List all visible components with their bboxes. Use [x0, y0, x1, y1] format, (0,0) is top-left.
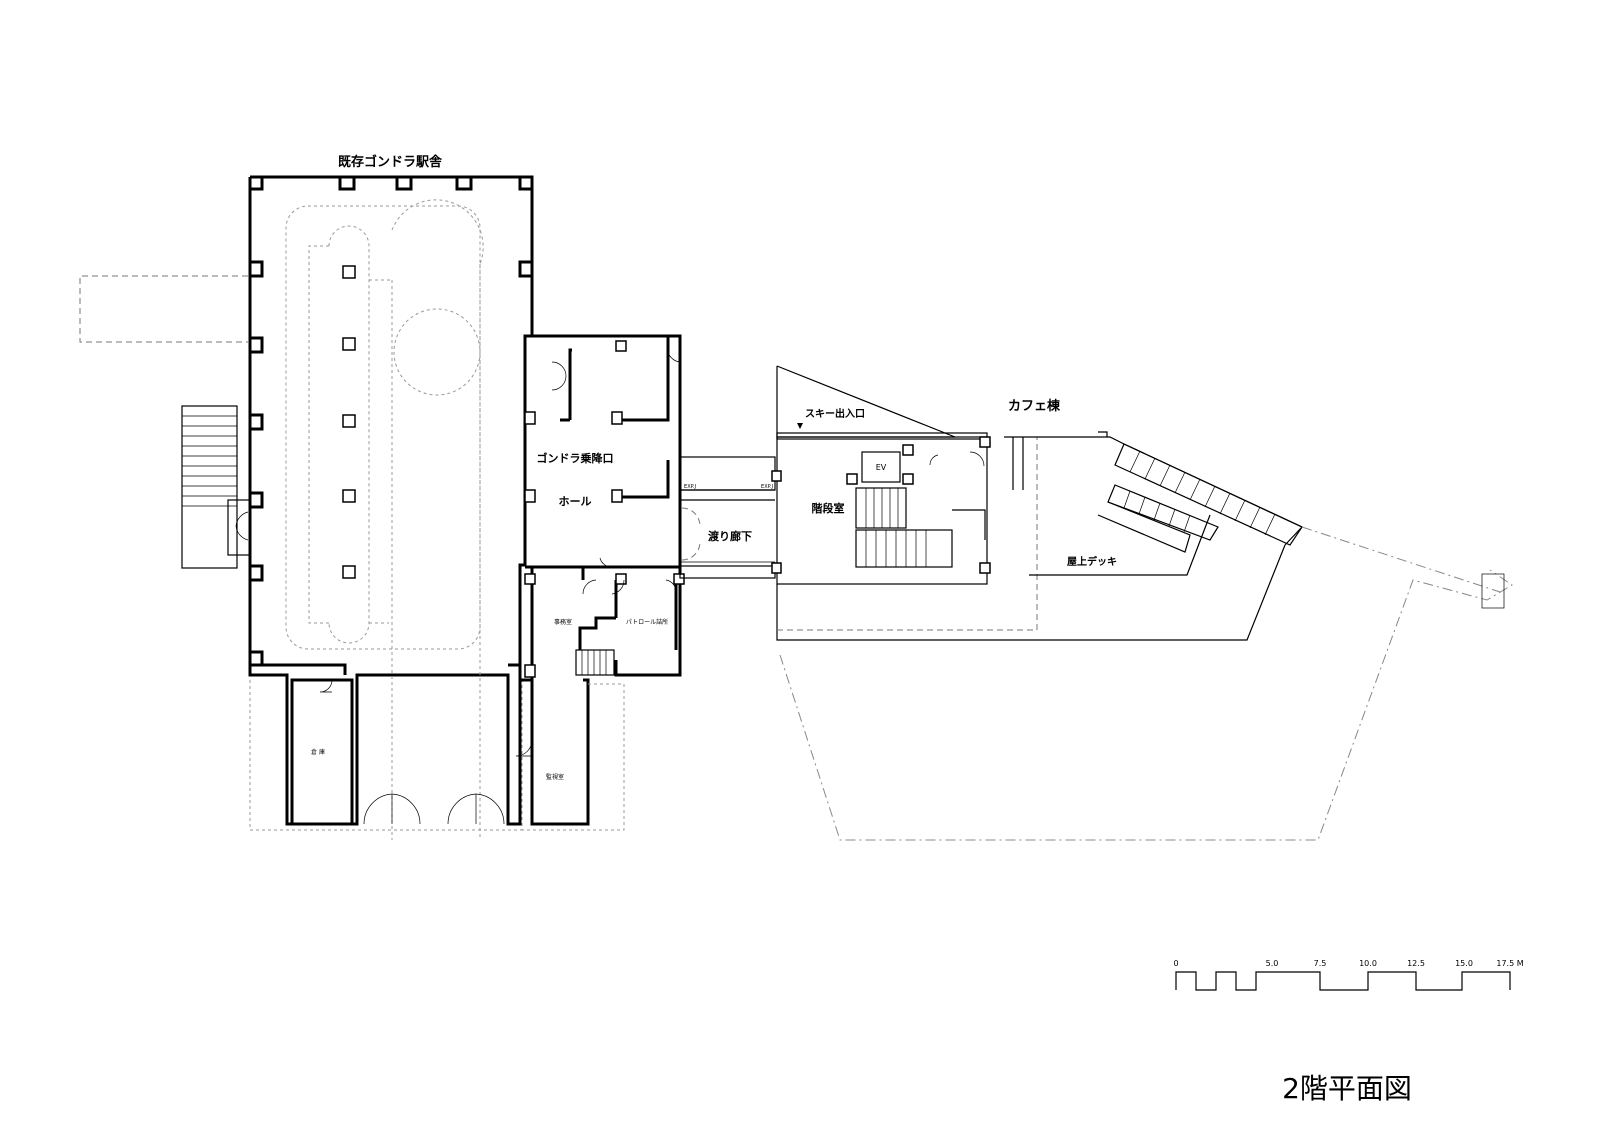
label-patrol: パトロール詰所: [626, 618, 668, 626]
existing-station: [79, 175, 534, 840]
label-office: 事務室: [554, 618, 572, 626]
scale-tick-6: 17.5 M: [1496, 959, 1523, 968]
label-ski-entrance: スキー出入口: [805, 407, 865, 420]
label-exp-left: EXP.J: [684, 484, 696, 490]
scale-bar: 0 5.0 7.5 10.0 12.5 15.0 17.5 M: [1173, 959, 1524, 991]
label-ev: EV: [876, 463, 887, 472]
label-gondola-platform: ゴンドラ乗降口: [537, 451, 614, 465]
label-monitor: 監視室: [546, 773, 564, 781]
labels: 既存ゴンドラ駅舎 ゴンドラ乗降口 ホール 渡り廊下 階段室 スキー出入口 カフェ…: [311, 154, 1117, 781]
label-rooftop-deck: 屋上デッキ: [1067, 555, 1117, 568]
scale-tick-3: 10.0: [1359, 959, 1377, 968]
label-hall: ホール: [559, 495, 592, 508]
drawing-title: 2階平面図: [1282, 1072, 1412, 1105]
scale-tick-2: 7.5: [1314, 959, 1327, 968]
label-exp-right: EXP.J: [761, 484, 773, 490]
scale-tick-1: 5.0: [1266, 959, 1279, 968]
scale-tick-5: 15.0: [1455, 959, 1473, 968]
scale-tick-4: 12.5: [1407, 959, 1425, 968]
cafe-block: [771, 365, 1286, 641]
corridor: [679, 456, 776, 579]
label-cafe: カフェ棟: [1008, 398, 1061, 414]
rooftop-deck: [779, 431, 1513, 841]
scale-tick-0: 0: [1173, 959, 1178, 968]
label-staircase: 階段室: [812, 501, 845, 515]
hall-block: [515, 334, 685, 831]
label-existing-station: 既存ゴンドラ駅舎: [338, 154, 443, 170]
label-storage: 倉 庫: [311, 748, 325, 756]
label-corridor: 渡り廊下: [708, 529, 752, 543]
